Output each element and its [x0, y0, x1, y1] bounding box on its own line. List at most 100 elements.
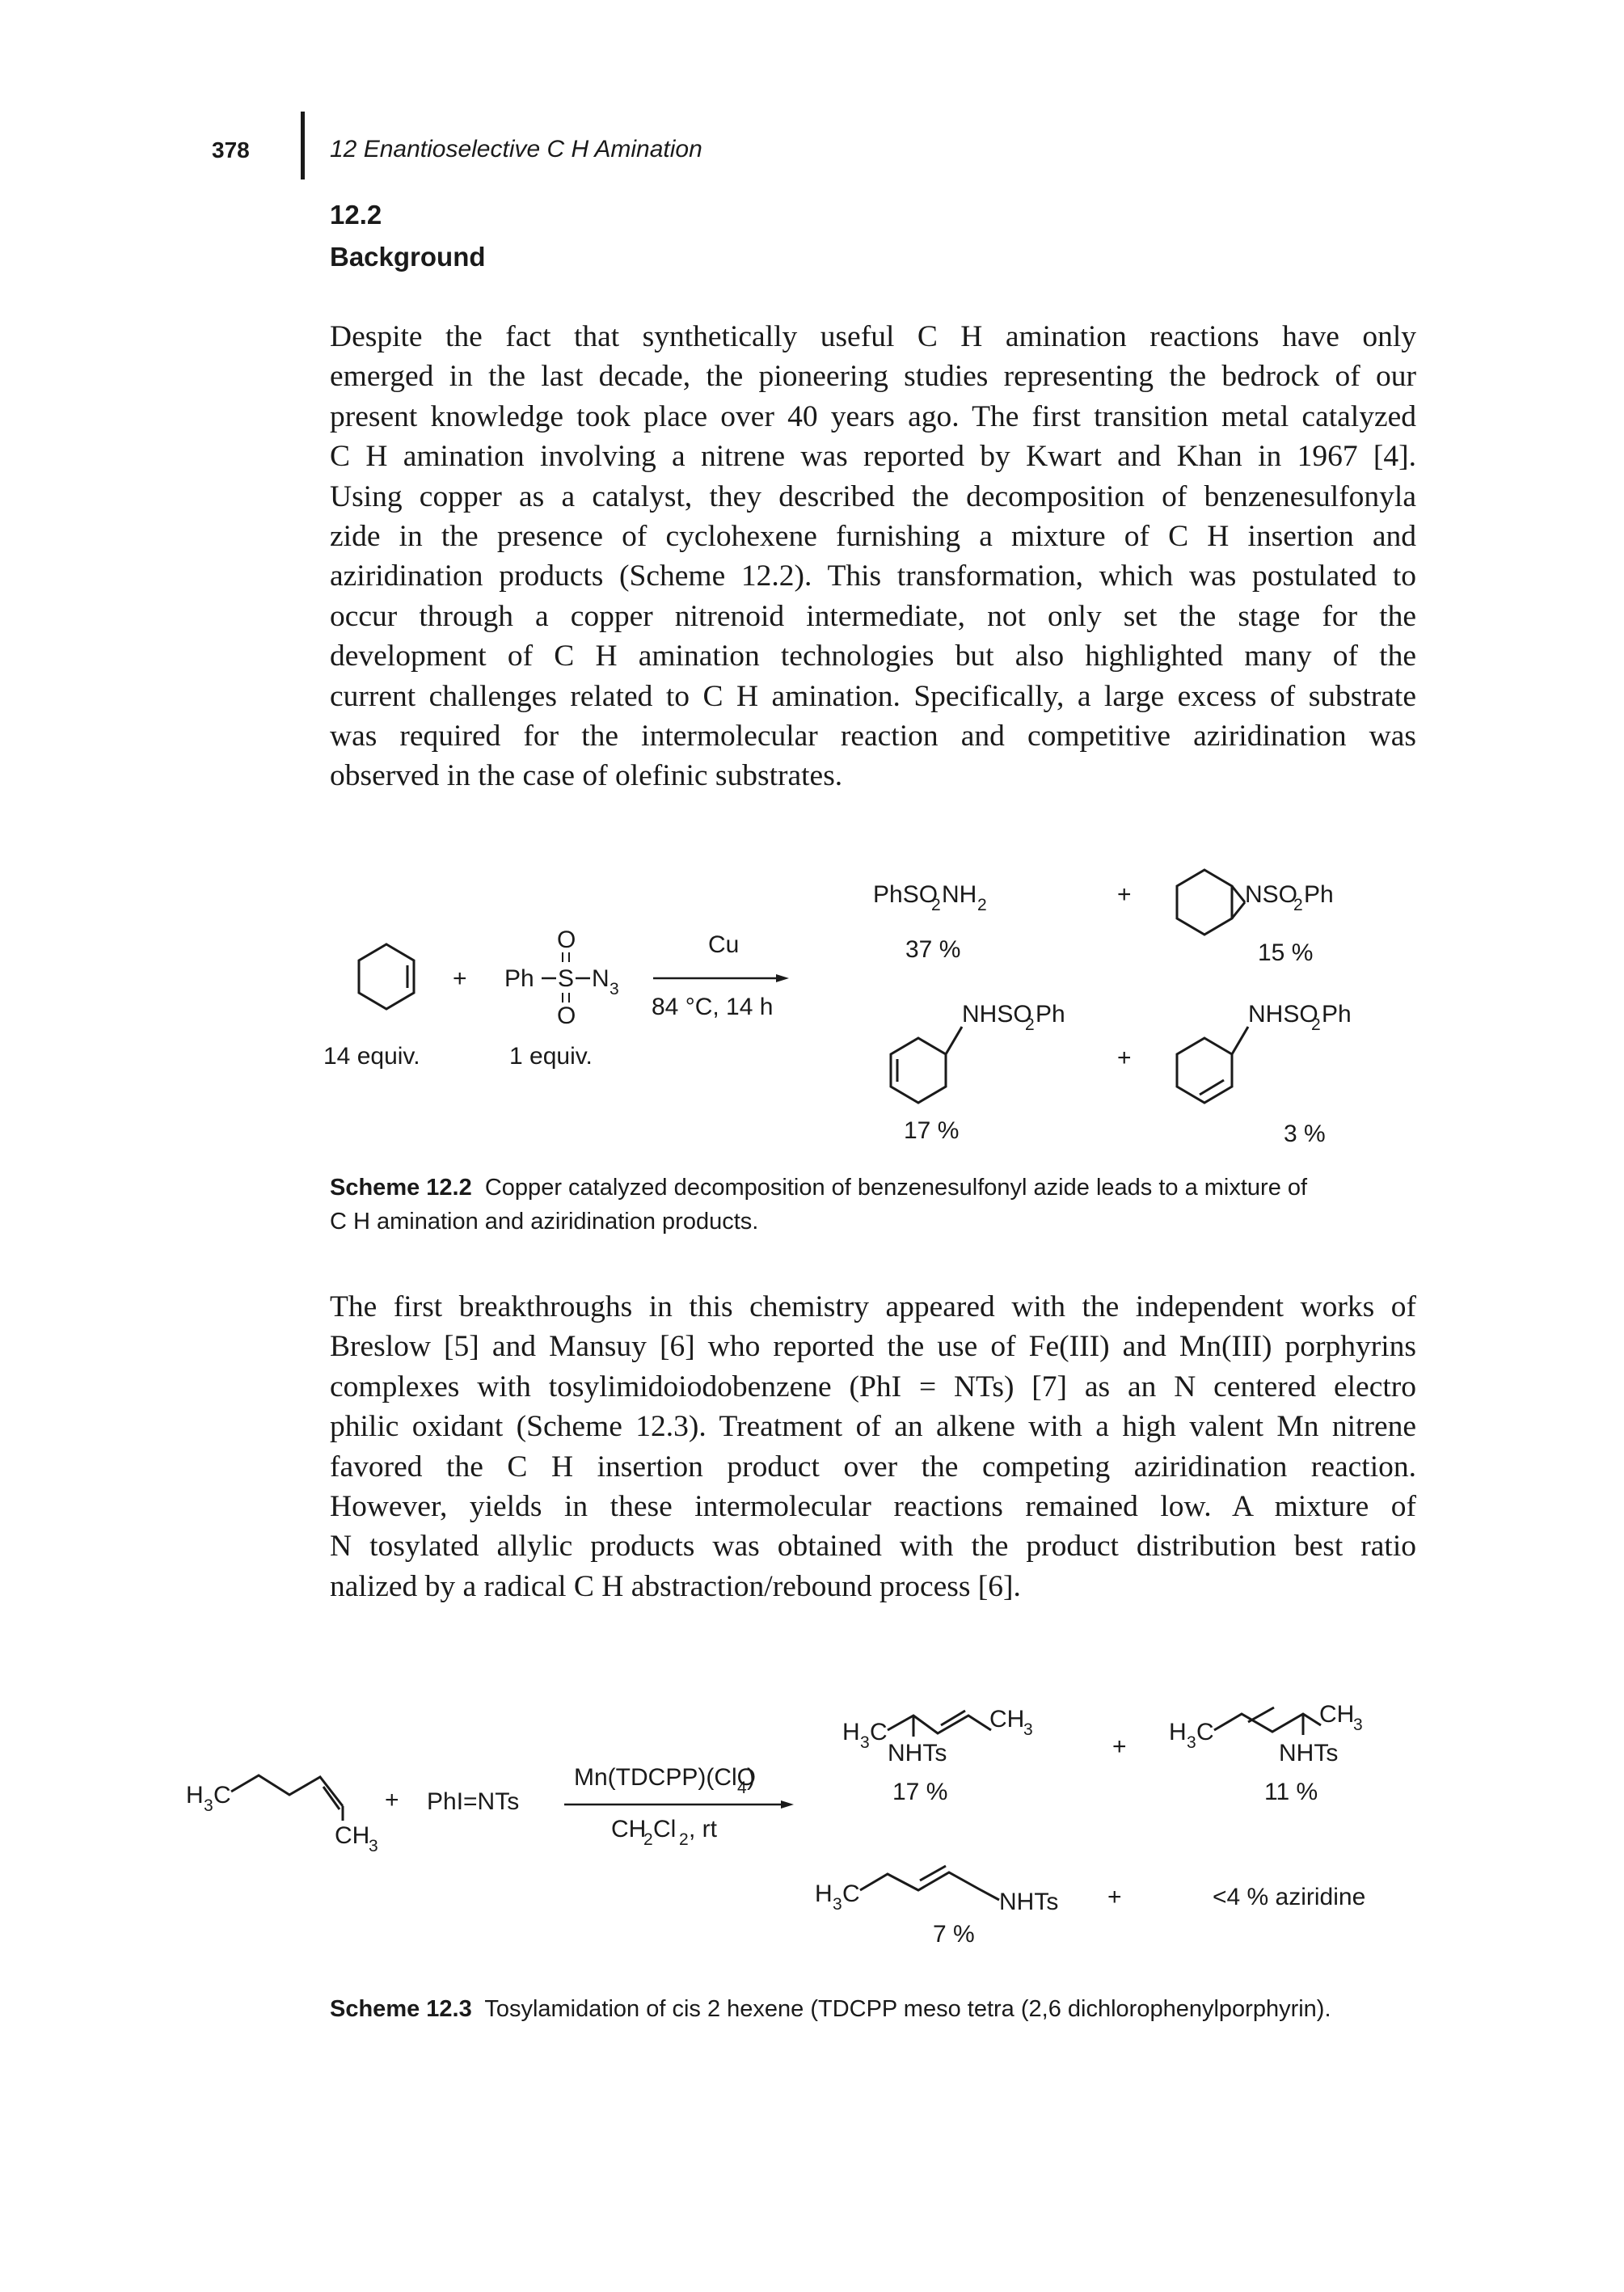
paragraph-line: Breslow [5] and Mansuy [6] who reported …	[330, 1330, 1416, 1364]
text: O	[557, 927, 576, 953]
text: H	[186, 1782, 204, 1809]
text: NHTs	[1279, 1740, 1338, 1766]
text: CH	[1319, 1701, 1354, 1728]
product-allylic-amine-2: NHSO 2 Ph 3 %	[1175, 1001, 1352, 1147]
section-number: 12.2	[330, 200, 382, 230]
page-number: 378	[212, 137, 250, 163]
text: 3	[1353, 1716, 1363, 1734]
caption-label: Scheme 12.3	[330, 1996, 472, 2022]
caption-label: Scheme 12.2	[330, 1175, 472, 1201]
paragraph-line: emerged in the last decade, the pioneeri…	[330, 360, 1416, 394]
text: N	[592, 965, 610, 992]
aziridine-yield: <4 % aziridine	[1213, 1884, 1365, 1910]
text: NHTs	[999, 1889, 1058, 1915]
text: C	[870, 1719, 888, 1745]
reaction-arrow: Cu 84 °C, 14 h	[652, 931, 789, 1020]
plus-sign: +	[1117, 1045, 1132, 1071]
paragraph-line: was required for the intermolecular reac…	[330, 720, 1416, 753]
text: H	[1169, 1719, 1187, 1745]
paragraph-2: The first breakthroughs in this chemistr…	[330, 1287, 1416, 1606]
running-title: 12 Enantioselective C H Amination	[330, 136, 702, 163]
yield-label: 37 %	[905, 936, 960, 963]
equiv-label: 14 equiv.	[323, 1043, 420, 1070]
cis-2-hexene: H 3 C CH 3	[186, 1774, 378, 1855]
paragraph-line: occur through a copper nitrenoid interme…	[330, 599, 1416, 633]
product-allylic-amine-1: NHSO 2 Ph 17 %	[889, 1001, 1065, 1144]
paragraph-line: Using copper as a catalyst, they describ…	[330, 479, 1416, 513]
text: NH	[942, 881, 977, 908]
paragraph-line: C H amination involving a nitrene was re…	[330, 440, 1416, 474]
plus-sign: +	[1107, 1884, 1122, 1910]
text: 3	[1187, 1733, 1196, 1752]
text: 3	[1023, 1720, 1033, 1739]
text: H	[815, 1880, 833, 1907]
text: 2	[931, 896, 941, 914]
text: 84 °C, 14 h	[652, 994, 773, 1020]
caption-text: Copper catalyzed decomposition of benzen…	[484, 1175, 1308, 1201]
text: 3	[833, 1895, 842, 1914]
paragraph-line: philic oxidant (Scheme 12.3). Treatment …	[330, 1410, 1416, 1444]
caption-text: Tosylamidation of cis 2 hexene (TDCPP me…	[484, 1996, 1331, 2022]
text: 2	[643, 1830, 653, 1849]
yield-label: 3 %	[1284, 1121, 1326, 1147]
text: Ph	[1304, 881, 1334, 908]
text: 4	[737, 1779, 747, 1797]
yield-label: 17 %	[892, 1779, 947, 1805]
text: 3	[369, 1837, 378, 1855]
text: Ph	[504, 965, 534, 992]
plus-sign: +	[1117, 881, 1132, 908]
paragraph-line: complexes with tosylimidoiodobenzene (Ph…	[330, 1370, 1416, 1403]
plus-sign: +	[453, 965, 467, 992]
text: 3	[204, 1796, 213, 1815]
caption-scheme-12-2: Scheme 12.2 Copper catalyzed decompositi…	[330, 1171, 1416, 1239]
text: C	[842, 1880, 860, 1907]
text: PhSO	[873, 881, 938, 908]
paragraph-line: present knowledge took place over 40 yea…	[330, 399, 1416, 433]
text: H	[842, 1719, 860, 1745]
paragraph-1: Despite the fact that synthetically usef…	[330, 317, 1416, 796]
text: C	[213, 1782, 231, 1809]
plus-sign: +	[1112, 1733, 1127, 1760]
paragraph-line: aziridination products (Scheme 12.2). Th…	[330, 559, 1416, 593]
product-3-amino-hex-4-ene: H 3 C CH 3 NHTs 17 %	[842, 1706, 1033, 1805]
text: CH	[989, 1706, 1024, 1733]
paragraph-line: observed in the case of olefinic substra…	[330, 759, 843, 793]
product-2-amino-hex-3-ene: H 3 C CH 3 NHTs 11 %	[1169, 1701, 1363, 1805]
product-1-amino-hex-2-ene: H 3 C NHTs 7 %	[815, 1864, 1058, 1948]
paragraph-line: However, yields in these intermolecular …	[330, 1490, 1416, 1524]
benzenesulfonyl-azide: Ph S N 3 O O	[504, 927, 619, 1029]
text: , rt	[689, 1816, 718, 1842]
header-rule	[301, 112, 305, 179]
text: NSO	[1245, 881, 1297, 908]
cyclohexene-structure	[357, 943, 415, 1011]
text: )	[747, 1764, 755, 1791]
text: 3	[860, 1733, 870, 1752]
section-heading: 12.2 Background	[330, 194, 486, 278]
text: 2	[1025, 1015, 1035, 1034]
scheme-12-3: H 3 C CH 3 + PhI=NTs Mn(TDCPP)(ClO 4 ) C…	[186, 1701, 1365, 1948]
paragraph-line: favored the C H insertion product over t…	[330, 1450, 1416, 1484]
yield-label: 17 %	[904, 1117, 959, 1144]
text: Cu	[708, 931, 739, 958]
text: NHTs	[888, 1740, 947, 1766]
plus-sign: +	[385, 1787, 399, 1813]
text: 2	[679, 1830, 689, 1849]
paragraph-line: zide in the presence of cyclohexene furn…	[330, 520, 1416, 554]
text: Ph	[1322, 1001, 1352, 1028]
text: NHSO	[1248, 1001, 1318, 1028]
paragraph-line: N tosylated allylic products was obtaine…	[330, 1530, 1416, 1564]
scheme-12-2: + Ph S N 3 O O Cu 84 °C, 14 h 14 equiv. …	[323, 868, 1352, 1147]
section-title: Background	[330, 242, 486, 272]
product-sulfonamide: PhSO 2 NH 2 37 %	[873, 881, 987, 963]
text: 3	[610, 980, 619, 998]
paragraph-line: nalized by a radical C H abstraction/reb…	[330, 1569, 1021, 1603]
text: 2	[1293, 896, 1303, 914]
yield-label: 7 %	[933, 1921, 975, 1948]
yield-label: 15 %	[1258, 939, 1313, 966]
text: S	[558, 965, 574, 992]
equiv-label: 1 equiv.	[509, 1043, 593, 1070]
reaction-arrow: Mn(TDCPP)(ClO 4 ) CH 2 Cl 2 , rt	[564, 1764, 794, 1849]
paragraph-line: The first breakthroughs in this chemistr…	[330, 1290, 1416, 1323]
text: Mn(TDCPP)(ClO	[574, 1764, 756, 1791]
paragraph-line: current challenges related to C H aminat…	[330, 679, 1416, 713]
